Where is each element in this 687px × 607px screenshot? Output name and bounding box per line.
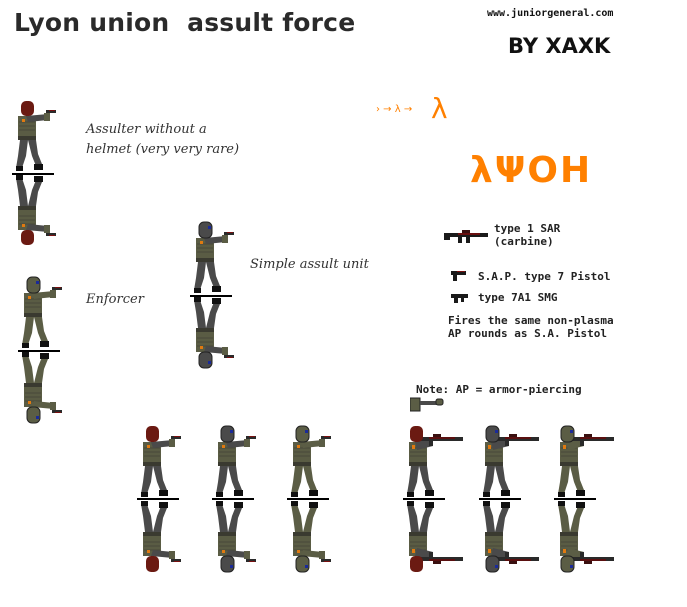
smg-icon (451, 291, 469, 303)
rifle-icon (444, 228, 490, 244)
site-url: www.juniorgeneral.com (487, 8, 614, 19)
weapons-note: Fires the same non-plasma AP rounds as S… (448, 314, 614, 340)
author-credit: BY XAXK (508, 34, 611, 58)
base-line (18, 350, 60, 352)
soldier-sprite-simple-assault (190, 220, 235, 370)
soldier-rifle-dark-helmet (479, 424, 543, 574)
logo-sequence: › → λ → (376, 104, 413, 115)
base-line (554, 498, 596, 500)
unit-label-simple-assault: Simple assult unit (250, 257, 369, 272)
ap-note: Note: AP = armor-piercing (416, 383, 582, 396)
base-line (212, 498, 254, 500)
weapon-label-pistol: S.A.P. type 7 Pistol (478, 270, 611, 283)
pistol-icon (451, 270, 467, 282)
weapon-label-rifle: type 1 SAR (carbine) (494, 222, 561, 248)
soldier-pistol-green (287, 424, 332, 574)
unit-label-enforcer: Enforcer (86, 292, 144, 307)
base-line (287, 498, 329, 500)
page-title: Lyon union assult force (14, 8, 356, 37)
faction-emblem: λΨOH (470, 150, 593, 191)
soldier-enforcer-icon (21, 276, 63, 424)
torso-arm-icon (410, 397, 446, 412)
soldier-sprite-enforcer (18, 275, 63, 425)
base-line (190, 295, 232, 297)
weapon-label-smg: type 7A1 SMG (478, 291, 558, 304)
soldier-rifle-no-helmet (403, 424, 467, 574)
base-line (403, 498, 445, 500)
soldier-simple-assault-icon (193, 221, 235, 369)
soldier-rifle-green (554, 424, 618, 574)
logo-lambda: λ (431, 92, 448, 125)
soldier-pistol-dark-helmet (212, 424, 257, 574)
unit-label-no-helmet: Assulter without a helmet (very very rar… (86, 122, 240, 157)
soldier-no-helmet-icon (15, 101, 57, 245)
base-line (479, 498, 521, 500)
base-line (12, 173, 54, 175)
soldier-pistol-no-helmet (137, 424, 182, 574)
soldier-sprite-no-helmet (12, 98, 57, 248)
base-line (137, 498, 179, 500)
